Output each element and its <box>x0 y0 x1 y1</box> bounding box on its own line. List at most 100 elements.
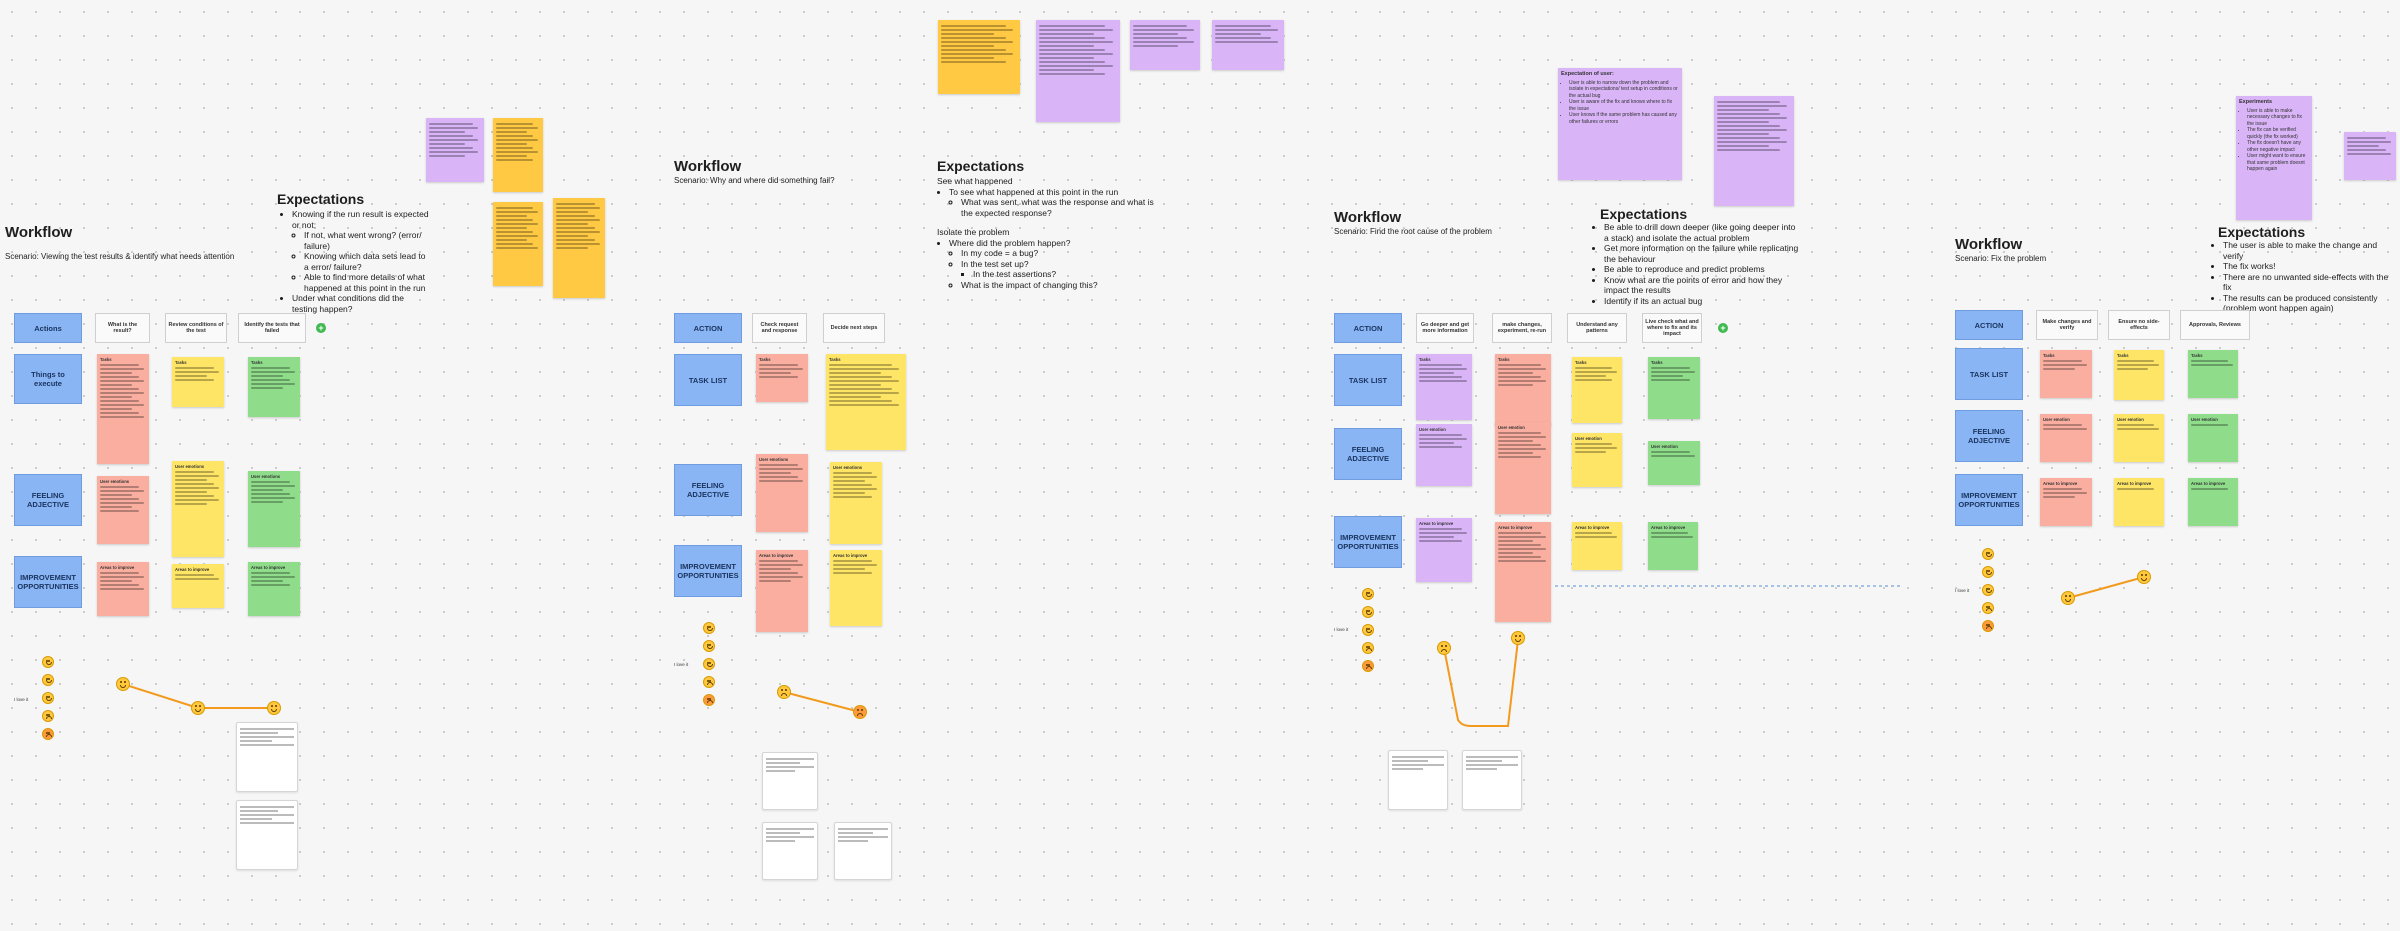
neutral-face-icon <box>267 701 281 715</box>
reference-card[interactable] <box>1462 750 1522 810</box>
expectation-item: If not, what went wrong? (error/ failure… <box>304 230 430 251</box>
reference-card[interactable] <box>236 722 298 792</box>
expectations-list: See what happened To see what happened a… <box>937 176 1157 290</box>
sticky-note[interactable]: Areas to improve <box>1648 522 1698 570</box>
column-header: Approvals, Reviews <box>2180 310 2250 340</box>
sticky-note[interactable]: Areas to improve <box>248 562 300 616</box>
row-label-feeling: FEELING ADJECTIVE <box>1334 428 1402 480</box>
sticky-note[interactable] <box>493 202 543 286</box>
sticky-note[interactable]: Areas to improve <box>2040 478 2092 526</box>
row-label-improvement: IMPROVEMENT OPPORTUNITIES <box>1955 474 2023 526</box>
sticky-note[interactable]: Tasks <box>248 357 300 417</box>
sticky-note[interactable]: Tasks <box>2114 350 2164 400</box>
sticky-note[interactable]: Tasks <box>826 354 906 450</box>
sticky-note[interactable] <box>1212 20 1284 70</box>
sticky-note[interactable]: Tasks <box>1648 357 1700 419</box>
neutral-face-icon <box>1362 624 1374 636</box>
sticky-note[interactable]: User emotions <box>172 461 224 557</box>
sticky-note[interactable]: Areas to improve <box>830 550 882 626</box>
sticky-note[interactable]: User emotion <box>1495 422 1551 514</box>
sticky-note[interactable]: Tasks <box>756 354 808 402</box>
workflow-title: Workflow <box>1334 209 1402 226</box>
happy-face-icon <box>42 656 54 668</box>
happy-face-icon <box>1982 548 1994 560</box>
row-label-action: ACTION <box>1334 313 1402 343</box>
sticky-note[interactable] <box>2344 132 2396 180</box>
sticky-note[interactable] <box>1714 96 1794 206</box>
sticky-note[interactable]: User emotions <box>756 454 808 532</box>
sad-face-icon <box>703 676 715 688</box>
row-label-feeling: FEELING ADJECTIVE <box>14 474 82 526</box>
add-column-button[interactable]: + <box>316 323 326 333</box>
smile-face-icon <box>1982 566 1994 578</box>
row-label-improvement: IMPROVEMENT OPPORTUNITIES <box>674 545 742 597</box>
sticky-note[interactable]: Tasks <box>1495 354 1551 426</box>
sticky-note[interactable]: User emotions <box>97 476 149 544</box>
column-header: Identify the tests that failed <box>238 313 306 343</box>
expectations-intro: Isolate the problem <box>937 227 1010 237</box>
column-header: make changes, experiment, re-run <box>1492 313 1552 343</box>
sticky-note[interactable] <box>426 118 484 182</box>
reference-card[interactable] <box>762 822 818 880</box>
sticky-note[interactable]: Tasks <box>2188 350 2238 398</box>
angry-face-icon <box>42 728 54 740</box>
reference-card[interactable] <box>762 752 818 810</box>
column-header: Ensure no side-effects <box>2108 310 2170 340</box>
sticky-note[interactable]: Areas to improve <box>1495 522 1551 622</box>
sticky-note[interactable]: Areas to improve <box>756 550 808 632</box>
expectation-item: Knowing if the run result is expected or… <box>292 209 430 230</box>
sad-face-icon <box>777 685 791 699</box>
sticky-note[interactable]: Tasks <box>1572 357 1622 423</box>
sticky-note[interactable]: User emotion <box>1416 424 1472 486</box>
sticky-note[interactable]: User emotions <box>248 471 300 547</box>
row-label-actions: Actions <box>14 313 82 343</box>
sticky-note[interactable]: User emotion <box>1648 441 1700 485</box>
sticky-note[interactable]: Tasks <box>172 357 224 407</box>
expectation-item: The results can be produced consistently… <box>2223 293 2396 314</box>
sticky-note[interactable]: Tasks <box>2040 350 2092 398</box>
sticky-note[interactable]: Tasks <box>1416 354 1472 420</box>
add-column-button[interactable]: + <box>1718 323 1728 333</box>
scenario-text: Scenario: Viewing the test results & ide… <box>5 252 235 261</box>
expectations-title: Expectations <box>2218 224 2306 240</box>
sticky-note[interactable]: Tasks <box>97 354 149 464</box>
reference-card[interactable] <box>834 822 892 880</box>
happy-face-icon <box>703 622 715 634</box>
expectation-item: Where did the problem happen? <box>949 238 1157 249</box>
sticky-note[interactable]: Areas to improve <box>2188 478 2238 526</box>
sticky-note[interactable]: Areas to improve <box>1416 518 1472 582</box>
neutral-face-icon <box>2061 591 2075 605</box>
sticky-note[interactable] <box>1036 20 1120 122</box>
sticky-note[interactable]: User emotion <box>1572 433 1622 487</box>
sticky-note[interactable]: User emotion <box>2040 414 2092 462</box>
sticky-note[interactable] <box>493 118 543 192</box>
smile-face-icon <box>42 674 54 686</box>
sticky-note[interactable]: Areas to improve <box>2114 478 2164 526</box>
expectation-item: Able to find more details of what happen… <box>304 272 430 293</box>
row-label-improvement: IMPROVEMENT OPPORTUNITIES <box>1334 516 1402 568</box>
sticky-note[interactable]: User emotions <box>830 462 882 544</box>
sticky-note[interactable]: Areas to improve <box>172 564 224 608</box>
reference-card[interactable] <box>1388 750 1448 810</box>
column-header: Live check what and where to fix and its… <box>1642 313 1702 343</box>
sticky-note[interactable]: Areas to improve <box>97 562 149 616</box>
reference-card[interactable] <box>236 800 298 870</box>
sticky-note[interactable]: Areas to improve <box>1572 522 1622 570</box>
neutral-face-icon <box>116 677 130 691</box>
workflow-title: Workflow <box>1955 236 2023 253</box>
smile-face-icon <box>703 640 715 652</box>
sticky-note-experiments[interactable]: Experiments User is able to make necessa… <box>2236 96 2312 220</box>
sticky-note[interactable] <box>938 20 1020 94</box>
sad-face-icon <box>1982 602 1994 614</box>
sticky-note[interactable]: User emotion <box>2114 414 2164 462</box>
sticky-note[interactable] <box>553 198 605 298</box>
sticky-note[interactable] <box>1130 20 1200 70</box>
column-header: Review conditions of the test <box>165 313 227 343</box>
row-label-feeling: FEELING ADJECTIVE <box>1955 410 2023 462</box>
sticky-note[interactable]: User emotion <box>2188 414 2238 462</box>
angry-face-icon <box>853 705 867 719</box>
sticky-note-user-expectations[interactable]: Expectation of user: User is able to nar… <box>1558 68 1682 180</box>
neutral-face-icon <box>1511 631 1525 645</box>
